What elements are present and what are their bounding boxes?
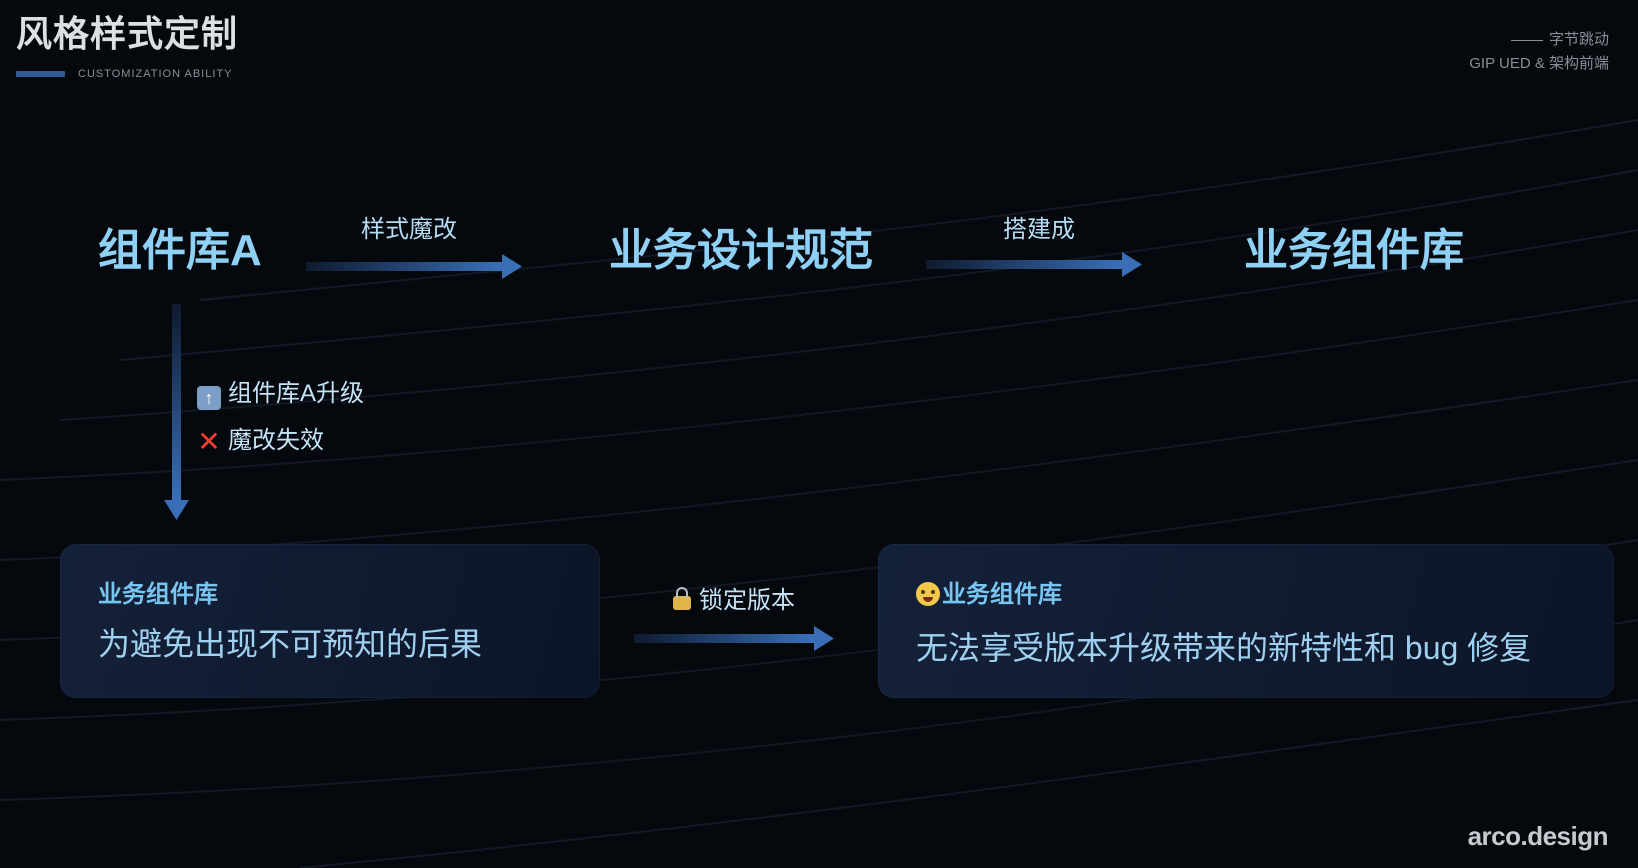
page-title: 风格样式定制 [16,13,239,54]
page-subtitle: CUSTOMIZATION ABILITY [78,68,233,80]
team-credit: GIP UED & 架构前端 [1469,55,1609,72]
arrow-a-to-spec [306,254,522,279]
arrow-a-down [164,304,189,520]
lock-label-text: 锁定版本 [699,587,795,614]
card-right-title: 业务组件库 [916,580,1062,610]
card-right-title-text: 业务组件库 [942,581,1062,608]
arrow-lock-version [634,626,834,651]
edge-label-style-hack: 样式魔改 [361,216,457,243]
node-business-lib: 业务组件库 [1244,226,1464,275]
title-underline [16,71,65,77]
card-business-lib-left: 业务组件库 为避免出现不可预知的后果 [60,544,600,698]
company-credit: 字节跳动 [1510,30,1609,50]
note-upgrade: ↑ 组件库A升级 [197,379,364,410]
card-right-text: 无法享受版本升级带来的新特性和 bug 修复 [916,630,1532,666]
dash-divider [1510,39,1543,41]
lock-icon [673,587,691,610]
card-business-lib-right: 业务组件库 无法享受版本升级带来的新特性和 bug 修复 [878,544,1614,698]
arrow-spec-to-biz [926,252,1142,277]
edge-label-build: 搭建成 [1003,216,1075,243]
node-design-spec: 业务设计规范 [609,226,873,275]
node-component-lib-a: 组件库A [98,226,262,275]
cross-mark-icon: ✕ [197,426,221,457]
footer-logo: arco.design [1467,821,1609,851]
crying-face-icon [916,582,940,606]
company-name: 字节跳动 [1548,31,1609,48]
note-fail: ✕ 魔改失效 [197,426,324,456]
note-fail-text: 魔改失效 [228,427,324,454]
edge-label-lock-version: 锁定版本 [673,586,795,616]
card-left-text: 为避免出现不可预知的后果 [98,626,483,662]
card-left-title: 业务组件库 [98,581,218,608]
note-upgrade-text: 组件库A升级 [228,380,365,407]
up-arrow-icon: ↑ [197,386,221,410]
